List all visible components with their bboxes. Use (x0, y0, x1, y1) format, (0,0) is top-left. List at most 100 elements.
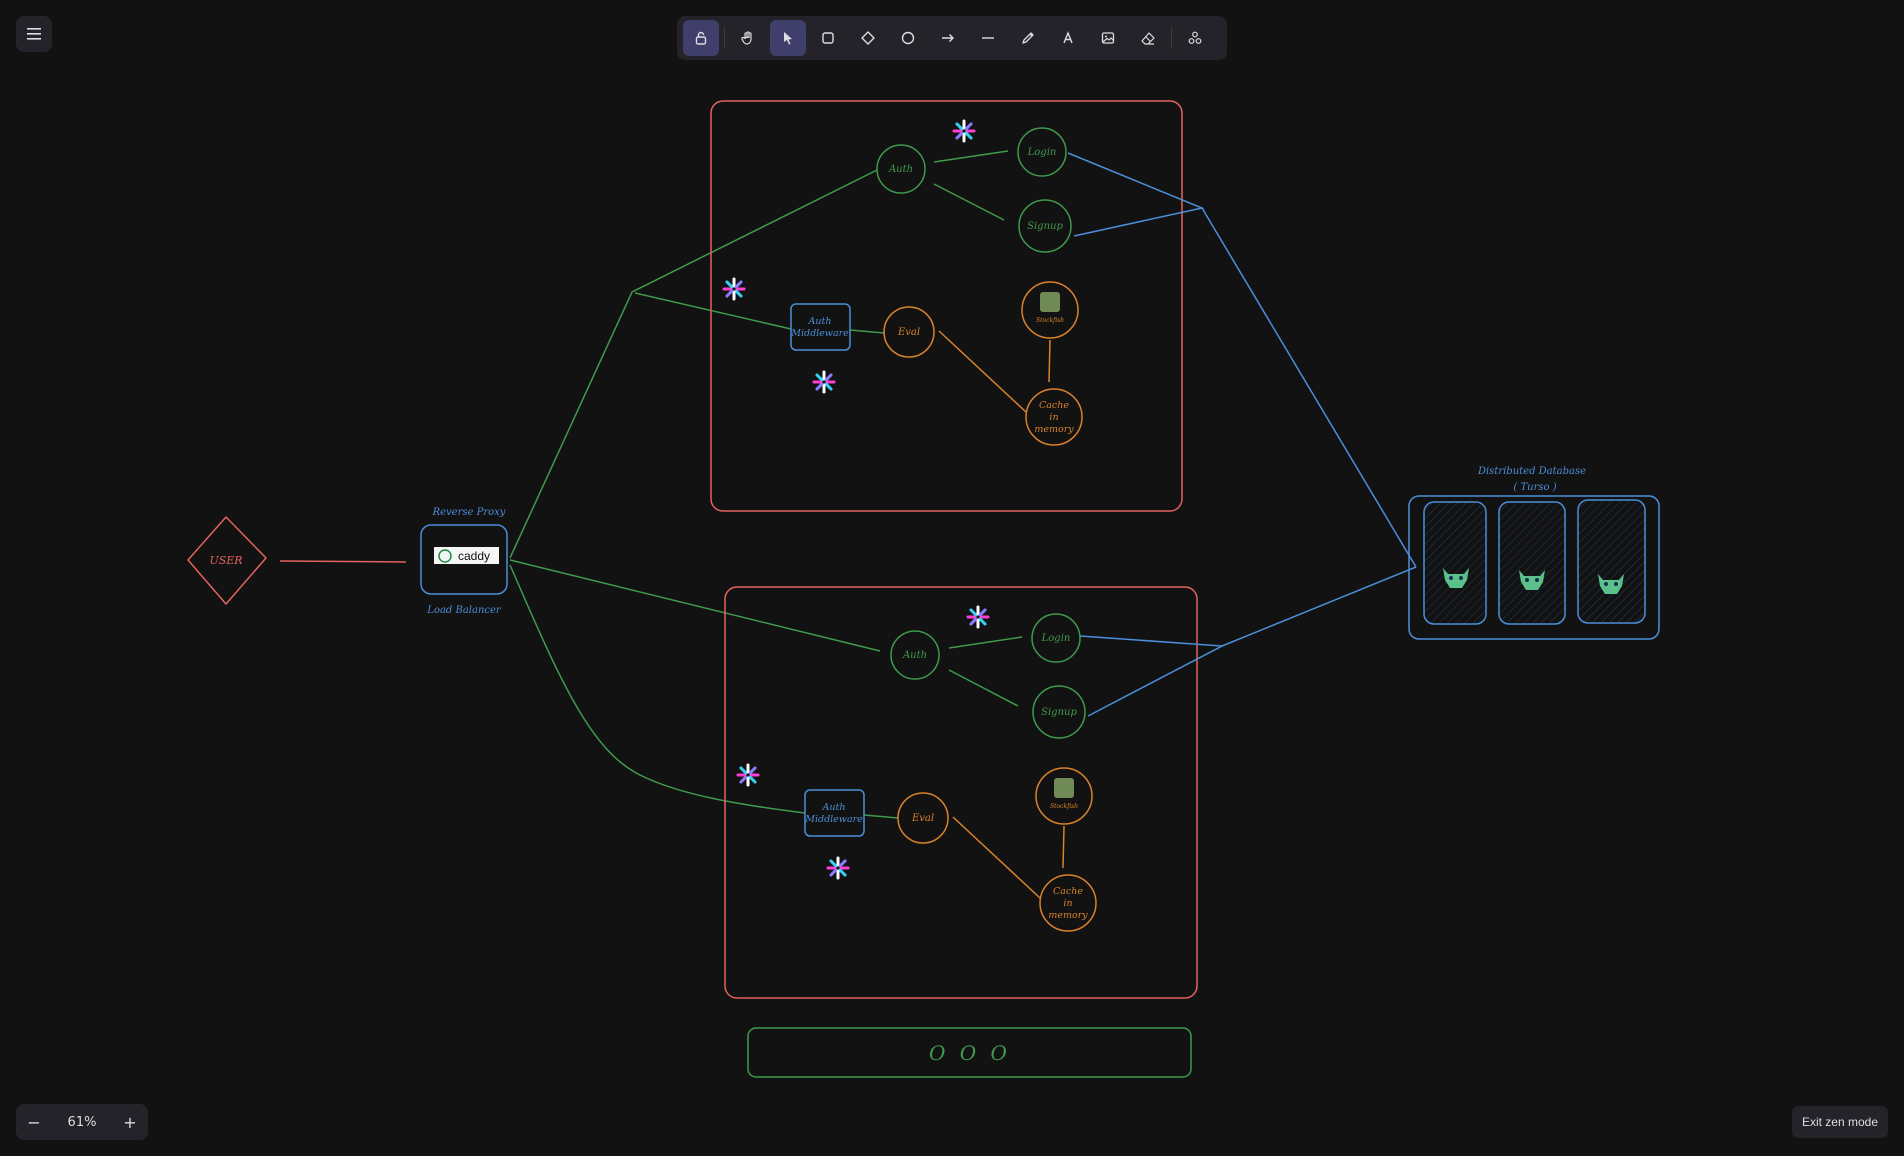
tool-text[interactable] (1050, 20, 1086, 56)
proxy-label: Reverse Proxy (432, 507, 506, 518)
caddy-logo-text: caddy (458, 549, 490, 563)
sparkle-icon (812, 370, 836, 394)
auth-middleware-node[interactable]: Auth Middleware (804, 789, 865, 837)
signup-node[interactable]: Signup (1018, 199, 1072, 253)
svg-text:Auth: Auth (822, 802, 846, 813)
stockfish-logo-icon (1054, 778, 1074, 798)
stockfish-node[interactable]: Stockfish (1021, 281, 1079, 339)
svg-text:Middleware: Middleware (804, 814, 863, 825)
tool-arrow[interactable] (930, 20, 966, 56)
main-menu-button[interactable] (16, 16, 52, 52)
more-clusters-text: O O O (929, 1041, 1011, 1065)
auth-middleware-node[interactable]: Auth Middleware (790, 303, 851, 351)
cluster-2: Auth Login Signup Auth Middleware Eval S… (736, 605, 1097, 932)
sparkle-ray (829, 868, 838, 877)
svg-text:Login: Login (1041, 633, 1071, 644)
svg-text:Cache: Cache (1039, 400, 1069, 411)
sparkle-ray (969, 608, 978, 617)
caddy-box[interactable]: caddy (420, 524, 508, 595)
svg-text:in: in (1063, 898, 1072, 909)
lock-icon (695, 31, 707, 45)
sparkle-ray (829, 859, 838, 868)
user-node[interactable]: USER (187, 516, 267, 605)
turso-logo-eye (1459, 576, 1463, 580)
sparkle-icon (952, 119, 976, 143)
caddy-logo-icon (438, 549, 452, 563)
cache-node[interactable]: Cache in memory (1025, 388, 1083, 446)
turso-logo-shape (1443, 568, 1469, 588)
diamond-icon (861, 31, 875, 45)
lb-label: Load Balancer (426, 605, 502, 616)
zoom-level[interactable]: 61% (67, 1114, 97, 1130)
svg-text:Signup: Signup (1041, 707, 1077, 718)
rectangle-icon (822, 32, 834, 44)
sparkle-ray (739, 775, 748, 784)
db-node[interactable] (1577, 499, 1646, 624)
zoom-control: − 61% + (16, 1104, 148, 1140)
pencil-icon (1022, 32, 1034, 44)
sparkle-ray (734, 289, 743, 298)
svg-text:Signup: Signup (1027, 221, 1063, 232)
hamburger-icon (27, 28, 41, 40)
svg-text:Stockfish: Stockfish (1036, 317, 1064, 324)
stockfish-node[interactable]: Stockfish (1035, 767, 1093, 825)
tool-lock[interactable] (683, 20, 719, 56)
sparkle-ray (955, 122, 964, 131)
turso-logo-eye (1614, 582, 1618, 586)
svg-text:Middleware: Middleware (790, 328, 849, 339)
cluster-1: Auth Login Signup Auth Middleware Eval S… (722, 119, 1083, 446)
cache-node[interactable]: Cache in memory (1039, 874, 1097, 932)
sparkle-ray (734, 280, 743, 289)
db-node[interactable] (1498, 501, 1566, 625)
eraser-icon (1141, 32, 1155, 45)
proxy-connections[interactable] (509, 169, 881, 814)
sparkle-ray (725, 280, 734, 289)
toolbar-divider (724, 27, 725, 49)
svg-text:Stockfish: Stockfish (1050, 803, 1078, 810)
tool-selection[interactable] (770, 20, 806, 56)
cluster-1-box[interactable] (710, 100, 1183, 512)
turso-logo-icon (1519, 570, 1545, 590)
tool-eraser[interactable] (1130, 20, 1166, 56)
db-node[interactable] (1423, 501, 1487, 625)
zoom-out-button[interactable]: − (27, 1112, 41, 1132)
tool-hand[interactable] (730, 20, 766, 56)
db-subtitle: ( Turso ) (1513, 482, 1556, 493)
sparkle-ray (815, 382, 824, 391)
circle-icon (901, 31, 915, 45)
tool-rectangle[interactable] (810, 20, 846, 56)
db-container[interactable] (1408, 495, 1660, 640)
db-connections[interactable] (1067, 152, 1417, 717)
sparkle-ray (978, 608, 987, 617)
tool-line[interactable] (970, 20, 1006, 56)
tool-ellipse[interactable] (890, 20, 926, 56)
auth-node[interactable]: Auth (876, 144, 926, 194)
turso-logo-shape (1519, 570, 1545, 590)
tool-image[interactable] (1090, 20, 1126, 56)
zoom-in-button[interactable]: + (123, 1112, 137, 1132)
sparkle-icon (826, 856, 850, 880)
stockfish-logo-icon (1040, 292, 1060, 312)
eval-node[interactable]: Eval (883, 306, 935, 358)
svg-text:memory: memory (1034, 424, 1074, 435)
shapes-icon (1188, 31, 1202, 44)
auth-node[interactable]: Auth (890, 630, 940, 680)
eval-node[interactable]: Eval (897, 792, 949, 844)
login-node[interactable]: Login (1017, 127, 1067, 177)
cluster-2-box[interactable] (724, 586, 1198, 999)
svg-text:Eval: Eval (911, 813, 934, 824)
db-title: Distributed Database (1477, 466, 1586, 477)
tool-draw[interactable] (1010, 20, 1046, 56)
login-node[interactable]: Login (1031, 613, 1081, 663)
exit-zen-mode-button[interactable]: Exit zen mode (1791, 1106, 1888, 1138)
user-to-proxy-line[interactable] (279, 560, 407, 563)
signup-node[interactable]: Signup (1032, 685, 1086, 739)
tool-diamond[interactable] (850, 20, 886, 56)
tool-extra[interactable] (1177, 20, 1213, 56)
hand-icon (741, 31, 752, 45)
sparkle-ray (815, 373, 824, 382)
more-clusters-box[interactable]: O O O (747, 1027, 1192, 1078)
sparkle-ray (955, 131, 964, 140)
svg-text:Auth: Auth (888, 164, 913, 175)
